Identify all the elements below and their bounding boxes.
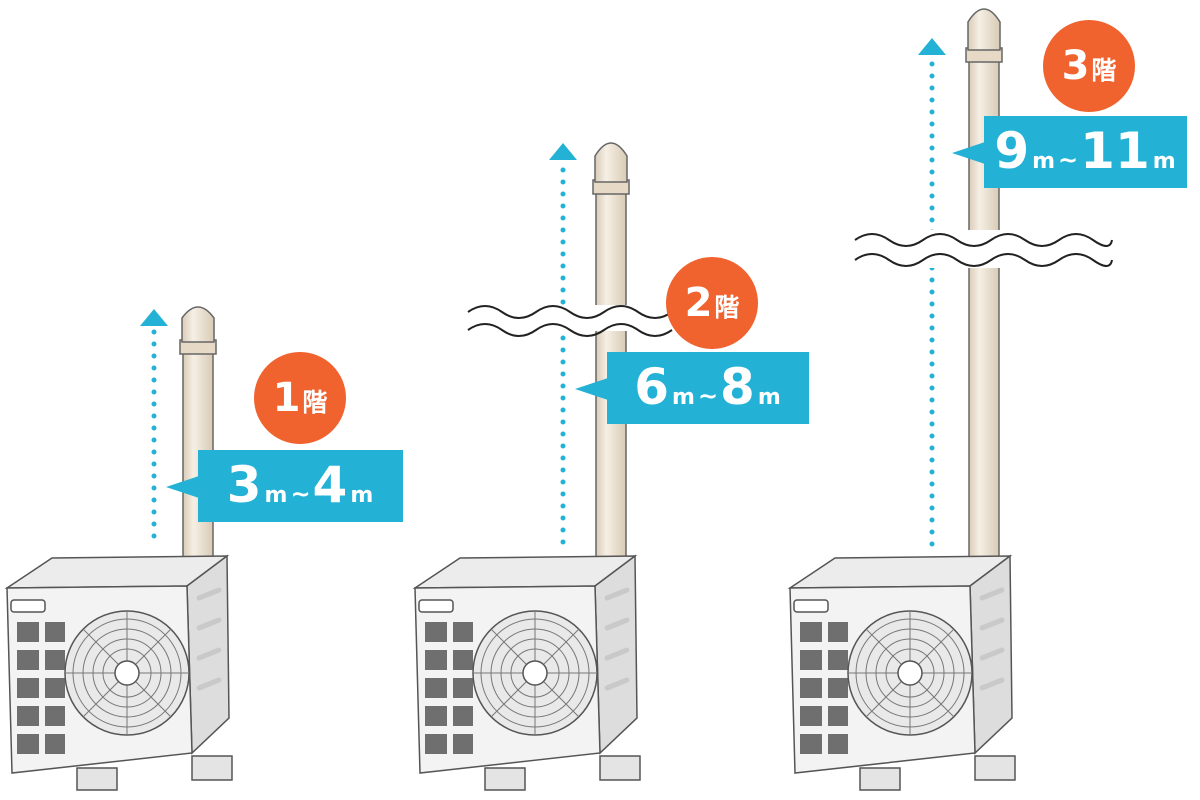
label-pointer	[952, 142, 985, 164]
length-min: 6	[634, 358, 669, 416]
length-unit: m	[350, 483, 374, 508]
floor-badge-3: 3 階	[1043, 20, 1135, 112]
floor-number: 2	[684, 280, 713, 326]
range-separator: ~	[290, 480, 311, 508]
floor-kanji: 階	[302, 387, 328, 417]
height-arrow-2	[549, 143, 577, 551]
length-label-2: 6 m ~ 8 m	[575, 352, 809, 424]
height-arrow-1	[140, 309, 168, 551]
length-label-1: 3 m ~ 4 m	[166, 450, 403, 522]
floor-kanji: 階	[1091, 55, 1117, 85]
length-min: 9	[994, 122, 1030, 180]
floor-number: 3	[1061, 43, 1090, 89]
length-label-3: 9 m ~ 11 m	[952, 116, 1187, 188]
length-min: 3	[226, 456, 262, 514]
pipe-2	[592, 142, 630, 559]
outdoor-ac-unit-icon	[790, 556, 1015, 790]
outdoor-ac-unit-icon	[415, 556, 640, 790]
height-arrow-3	[918, 38, 946, 551]
wave-break-icon	[854, 230, 1115, 268]
length-max: 8	[720, 358, 755, 416]
wave-break-icon	[467, 305, 678, 337]
length-max: 11	[1080, 122, 1150, 180]
floor-kanji: 階	[714, 292, 740, 322]
floor-number: 1	[272, 375, 301, 421]
length-unit: m	[1152, 149, 1176, 174]
floor-badge-1: 1 階	[254, 352, 346, 444]
label-pointer	[575, 378, 608, 400]
pipe-3	[965, 8, 1003, 559]
range-separator: ~	[697, 382, 719, 410]
length-unit: m	[672, 385, 695, 410]
length-unit: m	[264, 483, 288, 508]
outdoor-ac-unit-icon	[7, 556, 232, 790]
length-unit: m	[1032, 149, 1056, 174]
length-max: 4	[312, 456, 348, 514]
length-unit: m	[757, 385, 781, 410]
floor-badge-2: 2 階	[666, 257, 758, 349]
range-separator: ~	[1058, 146, 1079, 174]
label-pointer	[166, 476, 199, 498]
